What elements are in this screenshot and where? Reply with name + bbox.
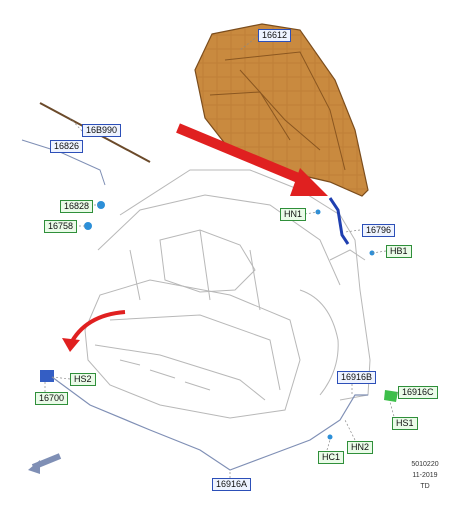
front-direction-icon bbox=[28, 453, 62, 474]
release-cable bbox=[51, 376, 368, 471]
callout-16758: 16758 bbox=[44, 220, 78, 233]
leader-lines bbox=[44, 35, 399, 478]
callout-16826: 16826 bbox=[50, 140, 84, 153]
handle-part bbox=[384, 390, 398, 402]
callout-hc1: HC1 bbox=[318, 451, 345, 464]
callout-hn2: HN2 bbox=[347, 441, 374, 454]
pointer-arrow bbox=[176, 123, 328, 196]
seal-strip-wire bbox=[21, 139, 106, 186]
hc1-part bbox=[327, 434, 333, 440]
bumper-stop-part-2 bbox=[84, 222, 92, 230]
callout-hb1: HB1 bbox=[386, 245, 412, 258]
vehicle-front-body bbox=[84, 169, 371, 419]
callout-hn1: HN1 bbox=[280, 208, 307, 221]
callout-16796: 16796 bbox=[362, 224, 396, 237]
bumper-stop-part bbox=[97, 201, 105, 209]
drawing-number: 5010220 bbox=[411, 461, 439, 468]
hb1-part bbox=[369, 250, 375, 256]
prop-rod bbox=[328, 197, 350, 245]
callout-16916b: 16916B bbox=[337, 371, 377, 384]
callout-16700: 16700 bbox=[35, 392, 69, 405]
hood-latch-part bbox=[40, 370, 54, 382]
drawing-date: 11-2019 bbox=[412, 472, 438, 479]
callout-16612: 16612 bbox=[258, 29, 292, 42]
callout-16916a: 16916A bbox=[212, 478, 252, 491]
callout-16828: 16828 bbox=[60, 200, 94, 213]
callout-16b990: 16B990 bbox=[82, 124, 122, 137]
callout-16916c: 16916C bbox=[398, 386, 438, 399]
drawing-code: TD bbox=[420, 483, 430, 490]
callout-hs1: HS1 bbox=[392, 417, 418, 430]
callout-hs2: HS2 bbox=[70, 373, 96, 386]
